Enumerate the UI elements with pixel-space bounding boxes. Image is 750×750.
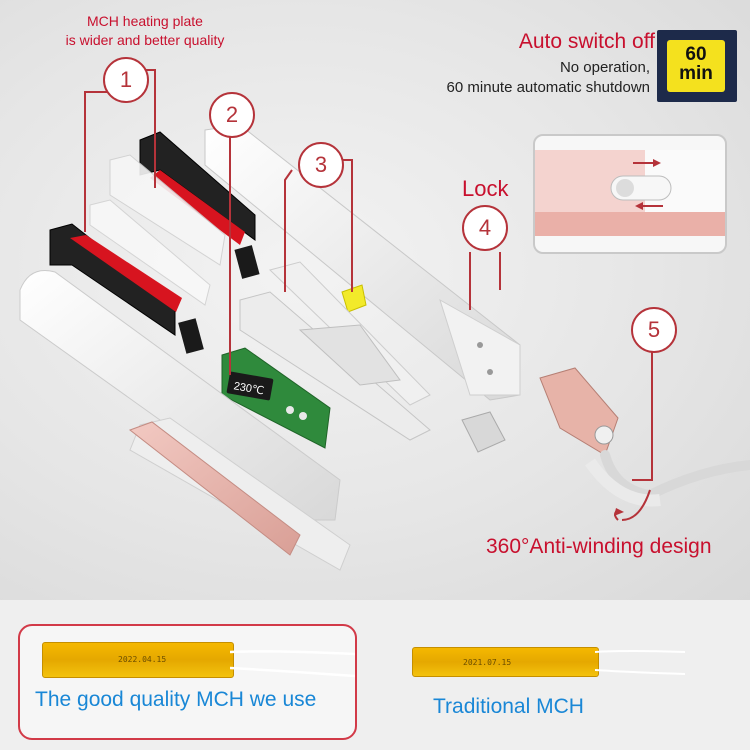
good-mch-label: The good quality MCH we use	[35, 688, 317, 711]
mch-heater-assembly-front	[49, 199, 211, 354]
callout-5: 5	[631, 307, 677, 353]
yellow-clip-part	[341, 284, 367, 313]
mch-note-line2: is wider and better quality	[65, 32, 225, 48]
cord-assembly	[539, 367, 750, 507]
traditional-mch-wires	[595, 650, 686, 675]
mch-note-line1: MCH heating plate	[87, 13, 203, 29]
good-mch-wires	[230, 650, 355, 678]
lock-detail-inset	[533, 134, 727, 254]
badge-unit: min	[679, 63, 713, 84]
callout-4: 4	[462, 205, 508, 251]
auto-switch-off-title: Auto switch off	[518, 30, 655, 53]
traditional-mch-date: 2021.07.15	[463, 658, 512, 667]
callout-1: 1	[103, 57, 149, 103]
callout-3: 3	[298, 142, 344, 188]
traditional-mch-heater: 2021.07.15	[412, 647, 599, 677]
good-mch-heater: 2022.04.15	[42, 642, 234, 678]
badge-number: 60	[685, 44, 707, 65]
good-mch-panel: 2022.04.15	[18, 624, 357, 740]
callout-leader-lines	[84, 69, 653, 521]
auto-switch-off-description: No operation, 60 minute automatic shutdo…	[400, 58, 650, 98]
good-mch-date: 2022.04.15	[118, 655, 167, 664]
mch-heater-assembly-rear	[109, 131, 260, 279]
auto-line1: No operation,	[559, 59, 650, 76]
mch-plate-note: MCH heating plate is wider and better qu…	[30, 12, 260, 50]
sixty-minute-timer-badge: 60 min	[657, 30, 737, 102]
anti-winding-arrow	[614, 508, 624, 521]
middle-frame	[239, 261, 431, 441]
arrow-right-icon	[653, 159, 661, 167]
exploded-view-scene: 230℃	[0, 0, 750, 600]
timer-badge-face: 60 min	[667, 40, 725, 92]
exploded-view-illustration: 230℃	[19, 69, 750, 571]
lock-label: Lock	[462, 176, 509, 201]
control-pcb: 230℃	[221, 347, 331, 449]
callout-2: 2	[209, 92, 255, 138]
cable-connector-block	[461, 411, 506, 453]
anti-winding-label: 360°Anti-winding design	[486, 535, 712, 558]
lock-detail-illustration	[535, 150, 725, 236]
lower-housing	[19, 270, 351, 571]
arrow-left-icon	[635, 202, 643, 210]
traditional-mch-label: Traditional MCH	[433, 695, 584, 718]
auto-line2: 60 minute automatic shutdown	[446, 79, 650, 96]
pcb-display-readout: 230℃	[233, 380, 265, 397]
